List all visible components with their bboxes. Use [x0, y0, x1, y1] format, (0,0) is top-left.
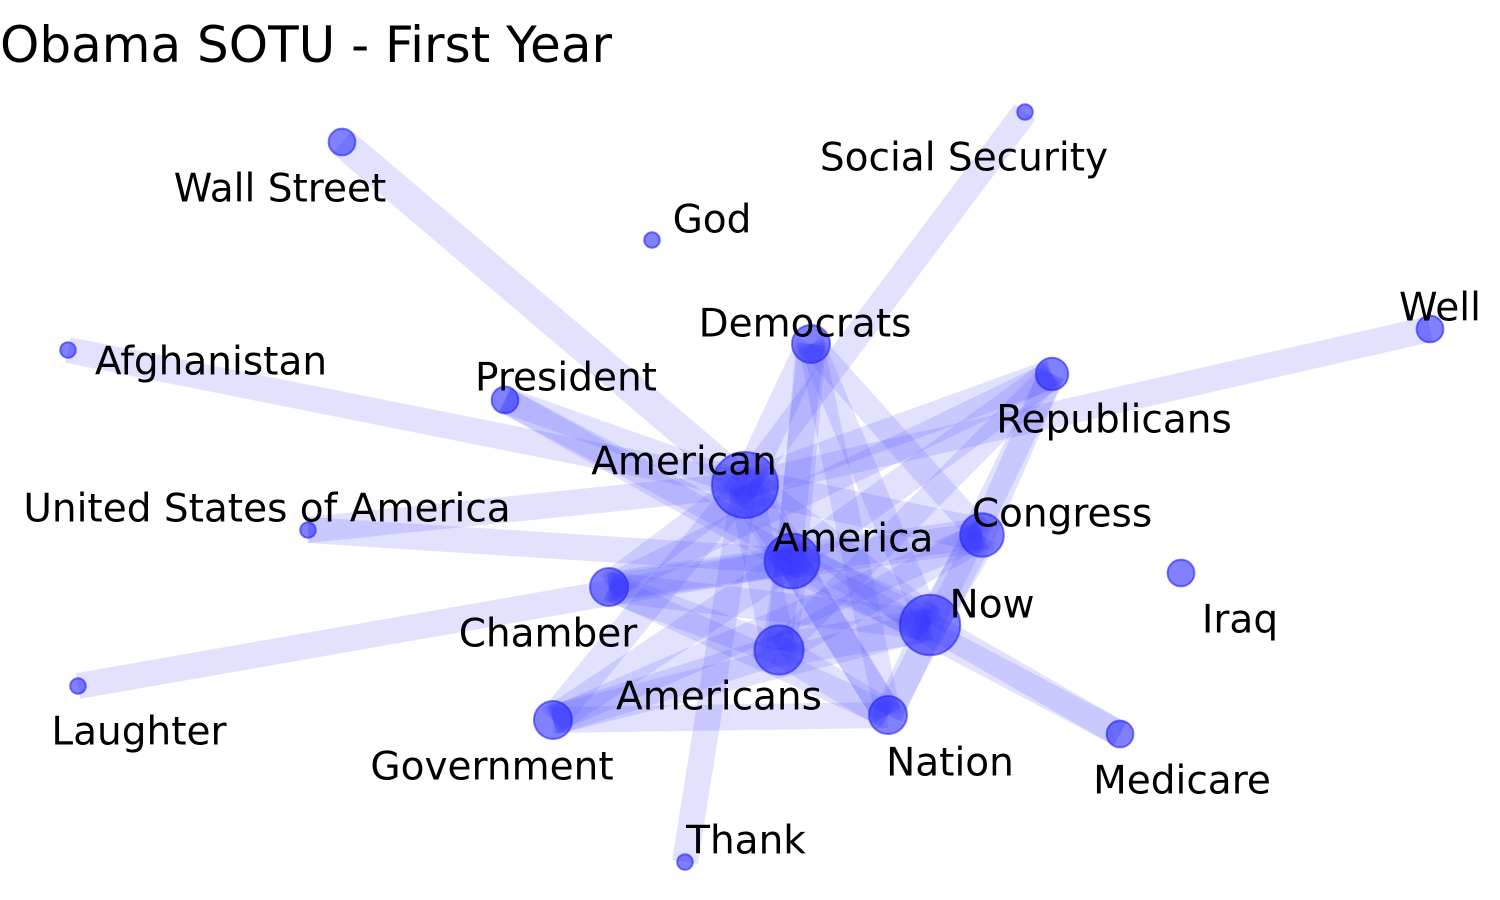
node-republicans — [1034, 356, 1070, 392]
node-democrats — [791, 324, 831, 364]
node-nation — [868, 695, 908, 735]
edge-american-wall-street — [332, 130, 755, 497]
label-social-security: Social Security — [820, 136, 1108, 181]
edge-american-well — [742, 316, 1433, 498]
label-medicare: Medicare — [1093, 759, 1271, 804]
edge-americans-congress — [771, 521, 990, 664]
edge-american-afghanistan — [65, 337, 748, 498]
node-social-security — [1016, 103, 1034, 121]
node-congress — [959, 512, 1005, 558]
label-republicans: Republicans — [996, 398, 1232, 443]
edge-america-republicans — [783, 361, 1061, 574]
node-iraq — [1166, 558, 1196, 588]
node-government — [533, 700, 573, 740]
node-well — [1415, 314, 1445, 344]
node-thank — [676, 853, 694, 871]
edge-american-president — [500, 387, 750, 498]
edge-american-republicans — [739, 359, 1058, 500]
edge-now-chamber — [607, 572, 932, 640]
label-iraq: Iraq — [1202, 598, 1278, 643]
edge-american-thank — [672, 482, 758, 865]
node-now — [898, 593, 962, 657]
node-american — [711, 451, 779, 519]
label-wall-street: Wall Street — [174, 167, 387, 212]
edge-democrats-nation — [798, 341, 901, 718]
label-thank: Thank — [685, 819, 806, 864]
label-democrats: Democrats — [699, 302, 912, 347]
edge-america-medicare — [785, 549, 1127, 746]
label-now: Now — [950, 583, 1035, 628]
edge-american-congress — [741, 468, 986, 552]
diagram-title: Obama SOTU - First Year — [0, 16, 612, 74]
label-united-states-of-america: United States of America — [23, 487, 510, 532]
edge-now-republicans — [918, 368, 1064, 631]
edge-americans-republicans — [769, 364, 1062, 660]
label-laughter: Laughter — [51, 710, 227, 755]
node-america — [763, 532, 821, 590]
edge-now-democrats — [799, 338, 942, 631]
edge-america-chamber — [606, 546, 795, 602]
edge-american-government — [541, 475, 757, 730]
label-god: God — [673, 198, 752, 243]
edge-americans-government — [548, 635, 784, 735]
node-americans — [753, 624, 805, 676]
edge-america-government — [544, 548, 801, 733]
node-chamber — [589, 567, 629, 607]
node-afghanistan — [59, 341, 77, 359]
nodes-layer — [59, 103, 1445, 871]
node-united-states-of-america — [299, 521, 317, 539]
label-well: Well — [1399, 286, 1481, 331]
edge-america-president — [498, 388, 799, 573]
edge-government-nation — [552, 702, 889, 733]
edge-america-laughter — [75, 548, 795, 699]
edge-now-government — [549, 610, 934, 735]
node-wall-street — [327, 127, 357, 157]
node-laughter — [69, 677, 87, 695]
edge-american-now — [733, 469, 942, 641]
node-medicare — [1105, 719, 1135, 749]
label-american: American — [591, 440, 777, 485]
edge-america-democrats — [777, 342, 826, 563]
label-americans: Americans — [616, 675, 822, 720]
edge-american-united-states-of-america — [306, 472, 747, 543]
label-government: Government — [370, 745, 613, 790]
edge-america-nation — [779, 553, 901, 723]
label-afghanistan: Afghanistan — [95, 340, 327, 385]
edges-layer — [65, 104, 1433, 865]
edge-chamber-nation — [603, 575, 894, 727]
edge-americans-democrats — [766, 342, 824, 652]
edge-american-nation — [732, 477, 901, 723]
label-president: President — [475, 356, 657, 401]
edge-americans-chamber — [603, 572, 785, 665]
edge-america-congress — [789, 518, 985, 578]
label-chamber: Chamber — [459, 612, 639, 657]
edge-now-president — [498, 388, 937, 637]
label-nation: Nation — [886, 741, 1014, 786]
node-god — [643, 231, 661, 249]
edge-congress-democrats — [801, 335, 992, 544]
edge-america-united-states-of-america — [307, 517, 793, 574]
label-congress: Congress — [972, 492, 1152, 537]
edge-chamber-republicans — [603, 362, 1058, 599]
edge-now-medicare — [923, 613, 1127, 746]
edge-american-social-security — [734, 104, 1036, 493]
edge-congress-republicans — [970, 368, 1064, 541]
label-america: America — [773, 517, 934, 562]
node-president — [490, 385, 520, 415]
